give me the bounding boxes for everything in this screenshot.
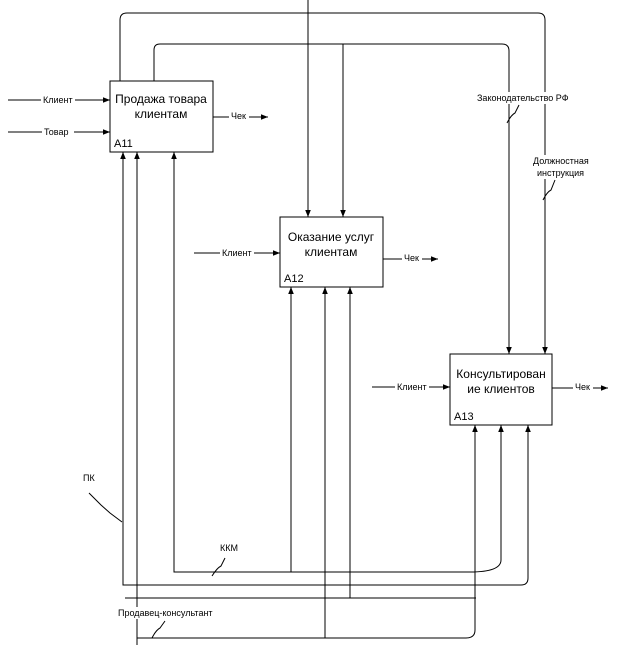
- arrow-a11-input-goods[interactable]: Товар: [8, 126, 110, 137]
- arrow-label-check: Чек: [404, 253, 419, 263]
- activity-box-a13[interactable]: Консультирован ие клиентов A13: [449, 353, 553, 426]
- activity-title-line2: клиентам: [305, 245, 358, 259]
- activity-number: A12: [284, 273, 304, 285]
- control-arrow-job-instruction[interactable]: Должностная инструкция: [531, 155, 595, 201]
- mechanism-arrow-pc[interactable]: ПК: [81, 152, 531, 586]
- arrow-label-client: Клиент: [43, 95, 73, 105]
- arrow-label-client: Клиент: [397, 382, 427, 392]
- arrow-a11-input-client[interactable]: Клиент: [8, 94, 110, 105]
- mechanism-arrow-kkm[interactable]: ККМ: [171, 152, 504, 577]
- arrow-label-job-instruction-line2: инструкция: [537, 168, 584, 178]
- arrow-a13-output-check[interactable]: Чек: [552, 381, 608, 392]
- control-arrow-law[interactable]: Законодательство РФ: [119, 0, 575, 354]
- activity-title-line1: Продажа товара: [115, 92, 207, 106]
- arrow-label-check: Чек: [575, 382, 590, 392]
- arrow-label-job-instruction-line1: Должностная: [533, 156, 589, 166]
- activity-box-a11[interactable]: Продажа товара клиентам A11: [109, 80, 214, 153]
- arrow-label-goods: Товар: [44, 127, 69, 137]
- arrow-label-check: Чек: [231, 111, 246, 121]
- arrow-a12-input-client[interactable]: Клиент: [194, 247, 280, 258]
- arrow-a12-output-check[interactable]: Чек: [383, 252, 438, 263]
- arrow-label-seller: Продавец-консультант: [118, 608, 213, 618]
- activity-number: A13: [454, 411, 474, 423]
- arrow-a13-input-client[interactable]: Клиент: [372, 381, 450, 392]
- activity-title-line1: Оказание услуг: [288, 230, 375, 244]
- activity-title-line2: клиентам: [135, 107, 188, 121]
- activity-number: A11: [114, 138, 133, 150]
- mechanism-arrow-seller[interactable]: Продавец-консультант: [116, 152, 478, 645]
- activity-title-line1: Консультирован: [456, 367, 545, 381]
- activity-box-a12[interactable]: Оказание услуг клиентам A12: [279, 216, 384, 288]
- activity-title-line2: ие клиентов: [467, 382, 535, 396]
- arrow-label-pc: ПК: [83, 473, 95, 483]
- arrow-label-client: Клиент: [222, 248, 252, 258]
- arrow-label-kkm: ККМ: [220, 543, 238, 553]
- arrow-label-law: Законодательство РФ: [477, 93, 569, 103]
- arrow-a11-output-check[interactable]: Чек: [213, 110, 268, 121]
